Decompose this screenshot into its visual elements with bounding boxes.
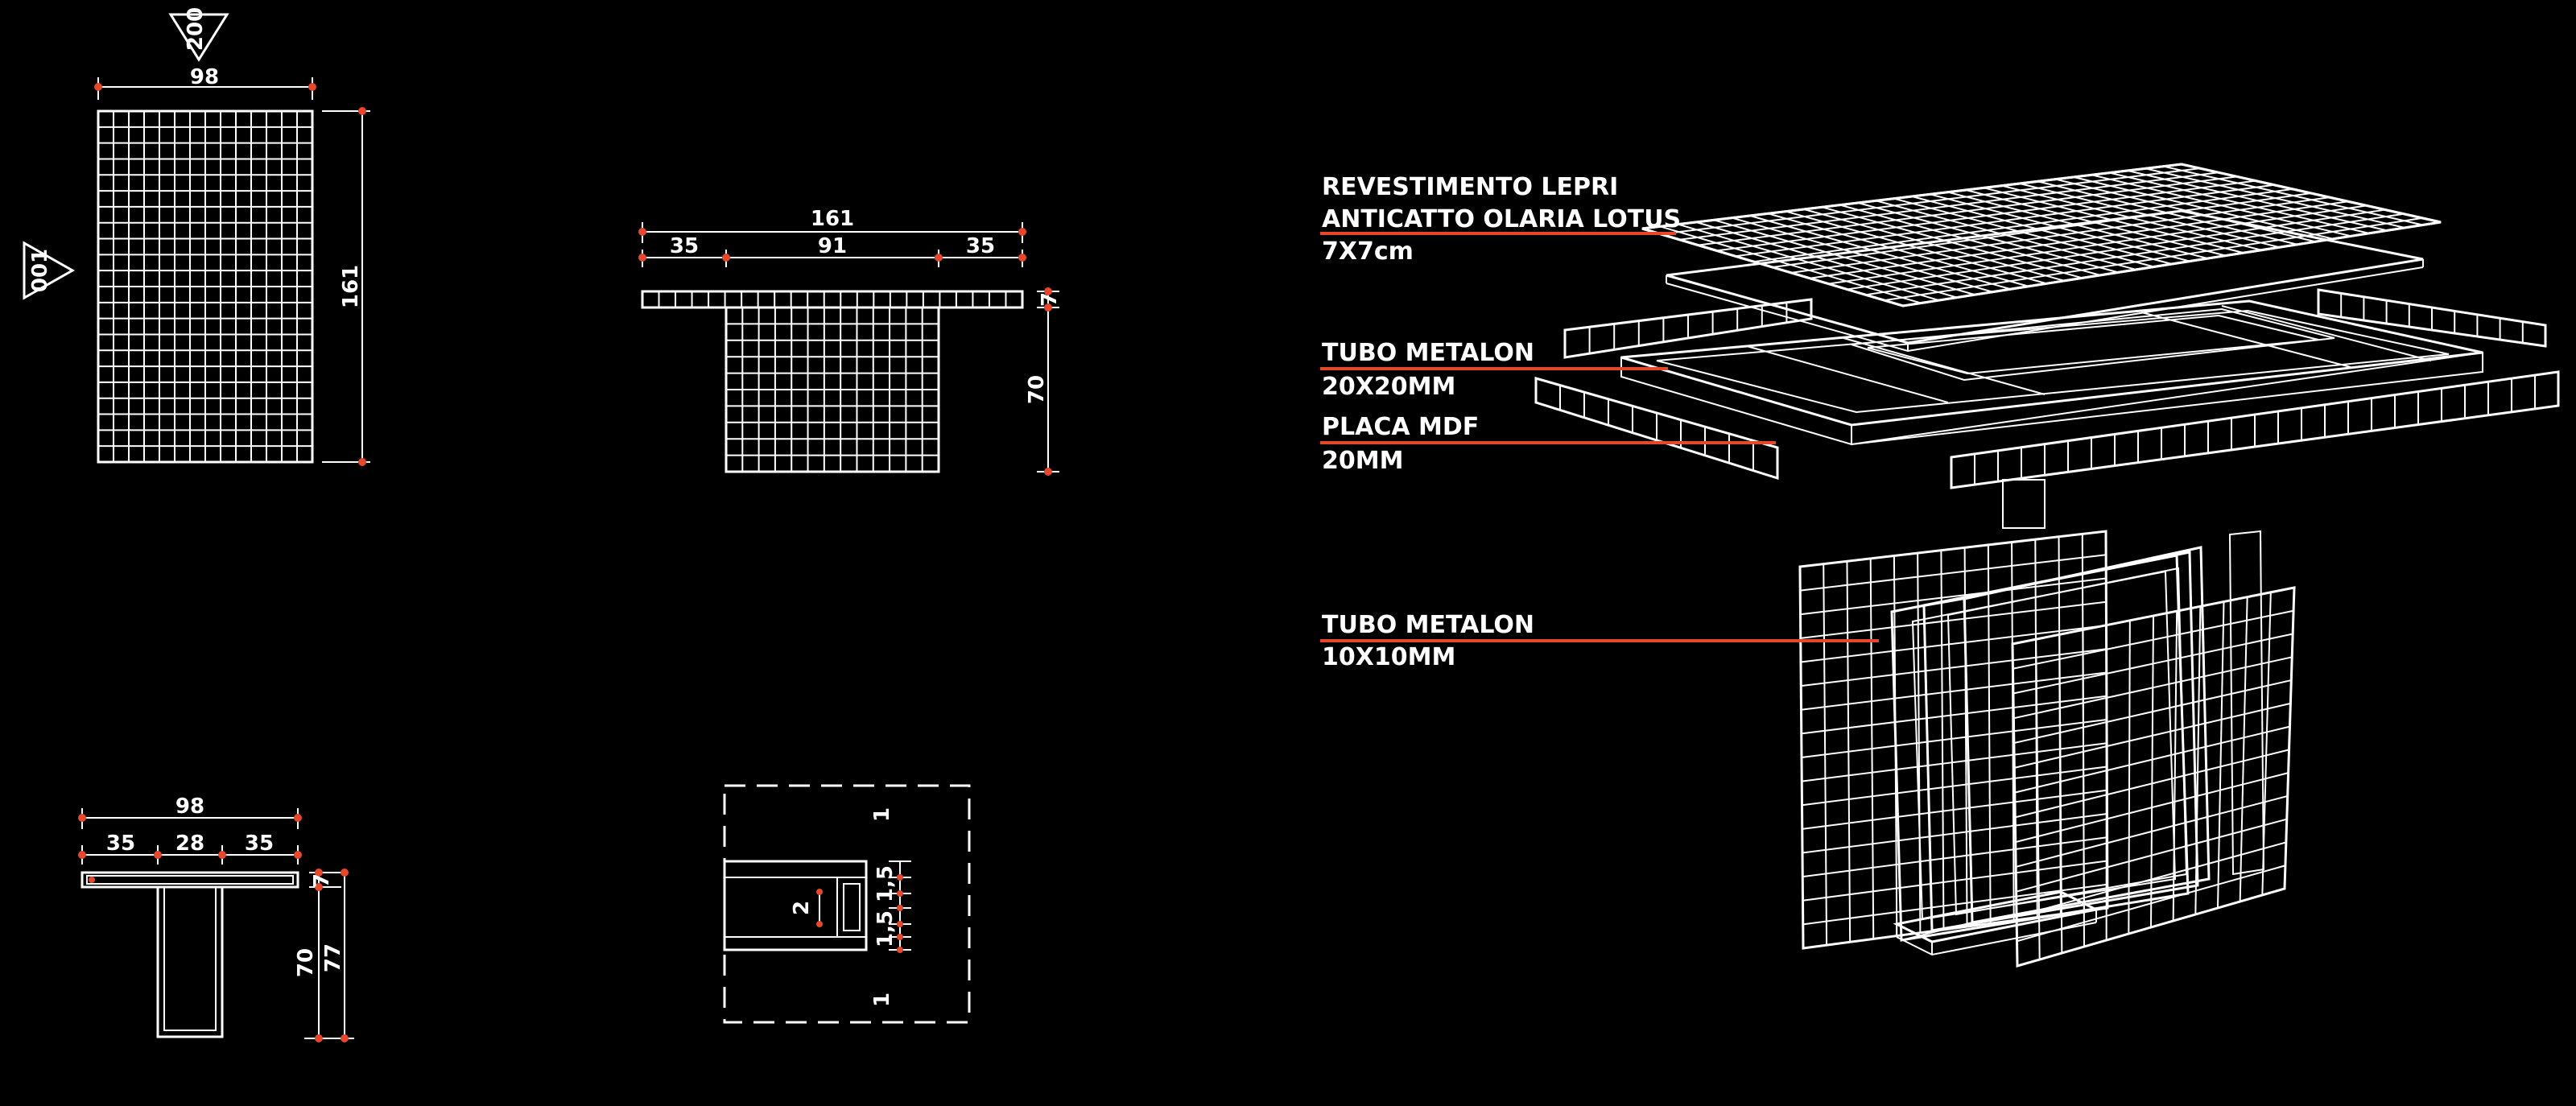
label-frame-10-line1: TUBO METALON bbox=[1322, 611, 1534, 639]
front-right-overhang-dim: 35 bbox=[966, 234, 995, 258]
plan-length-dim: 161 bbox=[339, 265, 363, 308]
side-base-dim: 28 bbox=[175, 832, 204, 856]
front-left-overhang-dim: 35 bbox=[670, 234, 699, 258]
label-frame-10-line2: 10X10MM bbox=[1322, 643, 1455, 671]
view-marker-label: 001 bbox=[28, 249, 52, 292]
label-frame-20-line1: TUBO METALON bbox=[1322, 339, 1534, 367]
axo-edge-strips bbox=[1534, 288, 2560, 489]
detail-right-dim: 1 bbox=[870, 993, 894, 1007]
section-marker: 200 bbox=[168, 7, 229, 62]
frame-detail: 2 1,5 1,5 1 1 bbox=[723, 784, 971, 1024]
side-total-height-dim: 77 bbox=[321, 943, 345, 972]
side-left-overhang-dim: 35 bbox=[106, 832, 135, 856]
label-mosaic-line1: REVESTIMENTO LEPRI bbox=[1322, 173, 1618, 201]
side-base-height-dim: 70 bbox=[294, 948, 318, 977]
detail-lower-dim: 1,5 bbox=[873, 910, 898, 947]
detail-left-dim: 1 bbox=[870, 807, 894, 822]
label-mosaic: REVESTIMENTO LEPRI ANTICATTO OLARIA LOTU… bbox=[1320, 173, 1681, 266]
material-labels: REVESTIMENTO LEPRI ANTICATTO OLARIA LOTU… bbox=[1320, 173, 1879, 671]
plan-view: 200 001 98 161 bbox=[23, 7, 370, 466]
front-total-dim: 161 bbox=[811, 207, 854, 231]
side-right-overhang-dim: 35 bbox=[245, 832, 274, 856]
front-base-grid bbox=[724, 306, 940, 473]
label-mdf-line1: PLACA MDF bbox=[1322, 413, 1479, 441]
side-total-dim: 98 bbox=[175, 794, 204, 819]
detail-upper-dim: 1,5 bbox=[873, 865, 898, 902]
label-frame-20-line2: 20X20MM bbox=[1322, 373, 1455, 401]
label-mdf: PLACA MDF 20MM bbox=[1320, 413, 1776, 475]
front-base-dim: 91 bbox=[818, 234, 847, 258]
view-marker: 001 bbox=[23, 241, 76, 300]
plan-tile-grid bbox=[97, 109, 314, 464]
section-marker-label: 200 bbox=[184, 7, 208, 51]
axo-top-frame bbox=[1620, 299, 2483, 446]
front-top-thickness-dim: 7 bbox=[1038, 292, 1062, 307]
front-top-tiles bbox=[658, 291, 1023, 307]
front-base-height-dim: 70 bbox=[1025, 375, 1049, 404]
axo-base-back-panel bbox=[1798, 530, 2109, 950]
label-mdf-line2: 20MM bbox=[1322, 447, 1403, 475]
label-mosaic-line2: ANTICATTO OLARIA LOTUS bbox=[1322, 205, 1681, 233]
label-frame-20: TUBO METALON 20X20MM bbox=[1320, 339, 1668, 401]
plan-width-dim: 98 bbox=[190, 65, 219, 89]
exploded-axonometric bbox=[1534, 163, 2560, 968]
label-frame-10: TUBO METALON 10X10MM bbox=[1320, 611, 1879, 671]
side-top-thickness-dim: 7 bbox=[310, 873, 334, 888]
detail-inner-dim: 2 bbox=[790, 901, 814, 915]
side-elevation: 98 35 28 35 7 70 77 bbox=[78, 794, 354, 1042]
axo-base-frame bbox=[1890, 530, 2265, 956]
axo-base-front-panel bbox=[2011, 586, 2296, 968]
label-mosaic-line3: 7X7cm bbox=[1322, 237, 1414, 266]
axo-mosaic-tiles bbox=[1641, 163, 2442, 307]
front-elevation: 161 35 91 35 7 70 bbox=[638, 207, 1062, 476]
